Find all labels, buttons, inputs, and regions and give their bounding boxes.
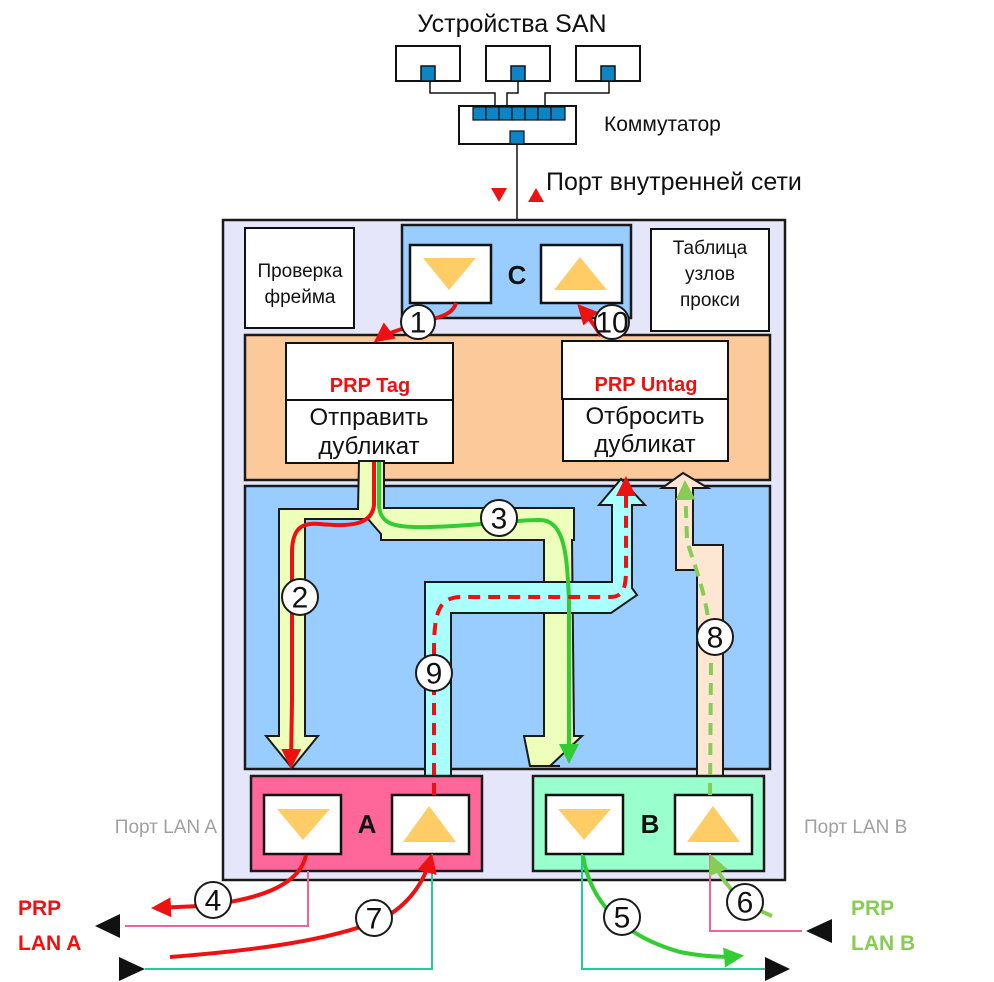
port-a-label: A bbox=[358, 809, 377, 839]
prp-untag-title: PRP Untag bbox=[595, 374, 698, 396]
switch-label: Коммутатор bbox=[604, 113, 721, 136]
lan-b-out-arrow-icon bbox=[765, 957, 790, 981]
switch-uplink-port bbox=[509, 130, 525, 145]
prp-tag-title: PRP Tag bbox=[330, 375, 410, 397]
up-triangle-icon bbox=[403, 806, 456, 842]
san-device-3 bbox=[575, 45, 641, 82]
switch bbox=[458, 105, 577, 145]
path-step-9 bbox=[432, 476, 636, 795]
lan-b-in-arrow-icon bbox=[806, 919, 832, 943]
down-triangle-icon bbox=[423, 258, 476, 290]
down-triangle-icon bbox=[558, 809, 611, 840]
san-port-icon bbox=[420, 65, 436, 82]
svg-text:8: 8 bbox=[707, 622, 724, 655]
step-badge-5: 5 bbox=[603, 898, 641, 936]
up-triangle-icon bbox=[554, 257, 607, 290]
svg-text:7: 7 bbox=[366, 903, 383, 936]
proxy-node-table-box bbox=[650, 228, 770, 332]
svg-text:10: 10 bbox=[595, 307, 628, 340]
step-badge-3: 3 bbox=[480, 499, 518, 537]
svg-text:6: 6 bbox=[737, 887, 754, 920]
san-device-1 bbox=[395, 45, 461, 82]
lan-b-port-label: Порт LAN B bbox=[804, 817, 907, 838]
prp-untag-line1: Отбросить bbox=[585, 403, 704, 430]
prp-lan-b-line1: PRP bbox=[851, 897, 894, 920]
switch-ports bbox=[472, 106, 566, 121]
port-a-rx bbox=[390, 793, 471, 856]
port-b: B bbox=[531, 774, 766, 873]
prp-lan-a-line2: LAN A bbox=[18, 932, 81, 955]
up-arrow-icon bbox=[528, 188, 544, 202]
lan-a-rx-line bbox=[145, 854, 433, 970]
san-port-icon bbox=[510, 65, 526, 82]
lan-a-out-arrow-icon bbox=[95, 914, 120, 938]
port-c-tx bbox=[539, 243, 624, 305]
svg-text:4: 4 bbox=[205, 885, 222, 918]
svg-text:3: 3 bbox=[491, 503, 508, 536]
lane-tag-to-a-b bbox=[263, 460, 585, 770]
lan-b-rx-line bbox=[709, 854, 802, 932]
frame-check-line2: фрейма bbox=[264, 287, 335, 308]
proxy-table-line2: узлов bbox=[685, 264, 735, 285]
prp-tag-line1: Отправить bbox=[309, 404, 428, 431]
path-step-2 bbox=[281, 462, 376, 769]
prp-lan-b-line2: LAN B bbox=[851, 932, 915, 955]
san-devices-title: Устройства SAN bbox=[417, 10, 606, 38]
step-badge-1: 1 bbox=[400, 304, 436, 340]
lan-a-tx-line bbox=[125, 871, 309, 927]
path-step-5 bbox=[581, 855, 744, 968]
prp-tag-block: PRP Tag Отправить дубликат bbox=[285, 342, 454, 464]
prp-tag-line2: дубликат bbox=[318, 433, 419, 460]
port-c: C bbox=[400, 223, 633, 320]
san-links bbox=[429, 81, 610, 107]
internal-port-label: Порт внутренней сети bbox=[546, 168, 802, 196]
svg-text:1: 1 bbox=[410, 307, 427, 340]
step-badge-9: 9 bbox=[415, 654, 453, 692]
lan-a-in-arrow-icon bbox=[119, 957, 145, 981]
step-badge-4: 4 bbox=[194, 881, 232, 919]
down-triangle-icon bbox=[277, 809, 330, 840]
frame-check-line1: Проверка bbox=[257, 261, 343, 282]
prp-untag-line2: дубликат bbox=[594, 431, 695, 458]
port-b-label: B bbox=[641, 809, 660, 839]
lane-a-to-untag bbox=[424, 477, 648, 796]
port-a: A bbox=[249, 774, 484, 873]
step-badge-10: 10 bbox=[594, 304, 630, 340]
prp-untag-block: PRP Untag Отбросить дубликат bbox=[561, 340, 729, 462]
prp-lan-a-line1: PRP bbox=[18, 897, 61, 920]
svg-text:9: 9 bbox=[426, 658, 443, 691]
proxy-table-line1: Таблица bbox=[673, 238, 748, 259]
step-badge-2: 2 bbox=[281, 578, 319, 616]
port-c-label: C bbox=[508, 260, 527, 290]
lan-a-port-label: Порт LAN A bbox=[115, 817, 218, 838]
proxy-table-line3: прокси bbox=[680, 290, 740, 311]
step-badge-7: 7 bbox=[355, 899, 393, 937]
up-triangle-icon bbox=[687, 806, 740, 842]
step-badge-8: 8 bbox=[696, 618, 734, 656]
down-arrow-icon bbox=[491, 188, 507, 202]
san-port-icon bbox=[600, 65, 616, 82]
frame-check-box bbox=[244, 227, 355, 329]
lan-b-tx-line bbox=[581, 854, 765, 970]
svg-text:2: 2 bbox=[292, 582, 309, 615]
svg-text:5: 5 bbox=[614, 902, 631, 935]
san-device-2 bbox=[485, 45, 551, 82]
step-badge-6: 6 bbox=[726, 883, 764, 921]
